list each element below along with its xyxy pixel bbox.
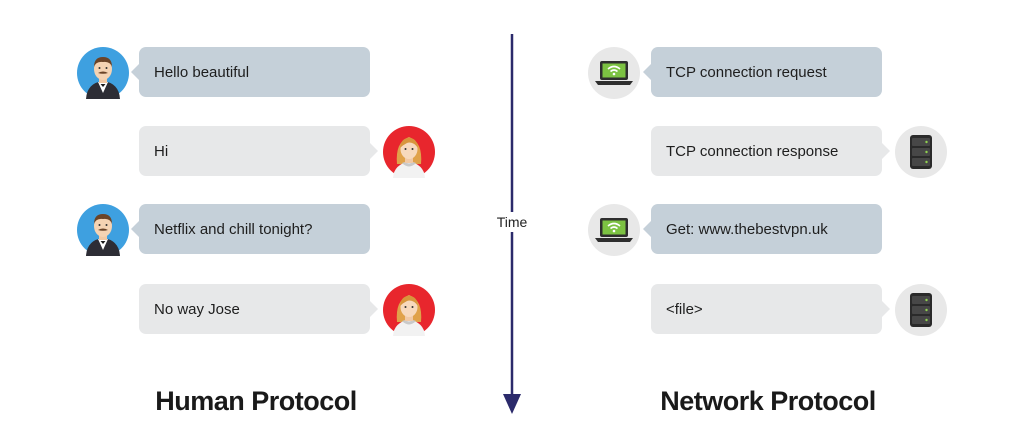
man-avatar-icon xyxy=(77,204,129,256)
network-message-2: TCP connection response xyxy=(651,126,890,176)
woman-avatar-icon xyxy=(383,126,435,178)
network-message-3: Get: www.thebestvpn.uk xyxy=(643,204,882,254)
human-message-2: Hi xyxy=(139,126,378,176)
laptop-wifi-icon xyxy=(588,204,640,256)
network-message-1: TCP connection request xyxy=(643,47,882,97)
timeline-label: Time xyxy=(486,212,538,232)
human-message-3: Netflix and chill tonight? xyxy=(131,204,370,254)
network-protocol-title: Network Protocol xyxy=(660,386,876,416)
network-message-4: <file> xyxy=(651,284,890,334)
human-protocol-title: Human Protocol xyxy=(155,386,357,416)
human-message-4: No way Jose xyxy=(139,284,378,334)
man-avatar-icon xyxy=(77,47,129,99)
human-message-1: Hello beautiful xyxy=(131,47,370,97)
laptop-wifi-icon xyxy=(588,47,640,99)
server-icon xyxy=(895,126,947,178)
woman-avatar-icon xyxy=(383,284,435,336)
server-icon xyxy=(895,284,947,336)
